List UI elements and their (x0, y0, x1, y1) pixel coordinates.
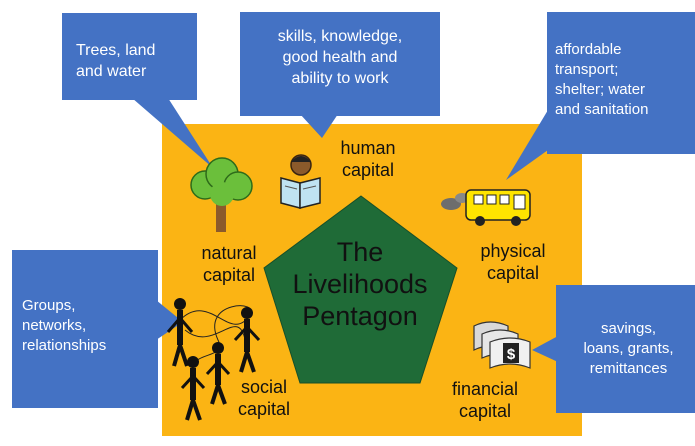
people-network-icon (166, 298, 261, 421)
livelihoods-pentagon (263, 195, 458, 384)
callout-natural-box (62, 13, 213, 168)
svg-text:$: $ (507, 346, 516, 363)
natural-capital-label: natural capital (201, 243, 257, 285)
callout-human-text: skills, knowledge, good health and abili… (277, 28, 403, 87)
callout-natural-text: Trees, land and water (76, 42, 156, 80)
reading-person-icon (280, 154, 321, 209)
money-icon: $ (473, 321, 531, 369)
physical-capital-label: physical capital (480, 241, 546, 283)
bus-icon (441, 189, 531, 226)
tree-icon (190, 157, 253, 232)
financial-capital-label: financial capital (451, 379, 519, 421)
callout-social-box (12, 250, 183, 408)
social-capital-label: social capital (237, 377, 291, 419)
callout-social-text: Groups, networks, relationships (22, 297, 107, 354)
callout-human-box (240, 12, 440, 138)
callout-physical-box (506, 12, 695, 180)
callout-financial-text: savings, loans, grants, remittances (583, 320, 674, 377)
callout-physical-text: affordable transport; shelter; water and… (555, 41, 649, 118)
callout-financial-box (532, 285, 695, 413)
human-capital-label: human capital (340, 138, 396, 180)
pentagon-title: The Livelihoods Pentagon (292, 237, 428, 331)
